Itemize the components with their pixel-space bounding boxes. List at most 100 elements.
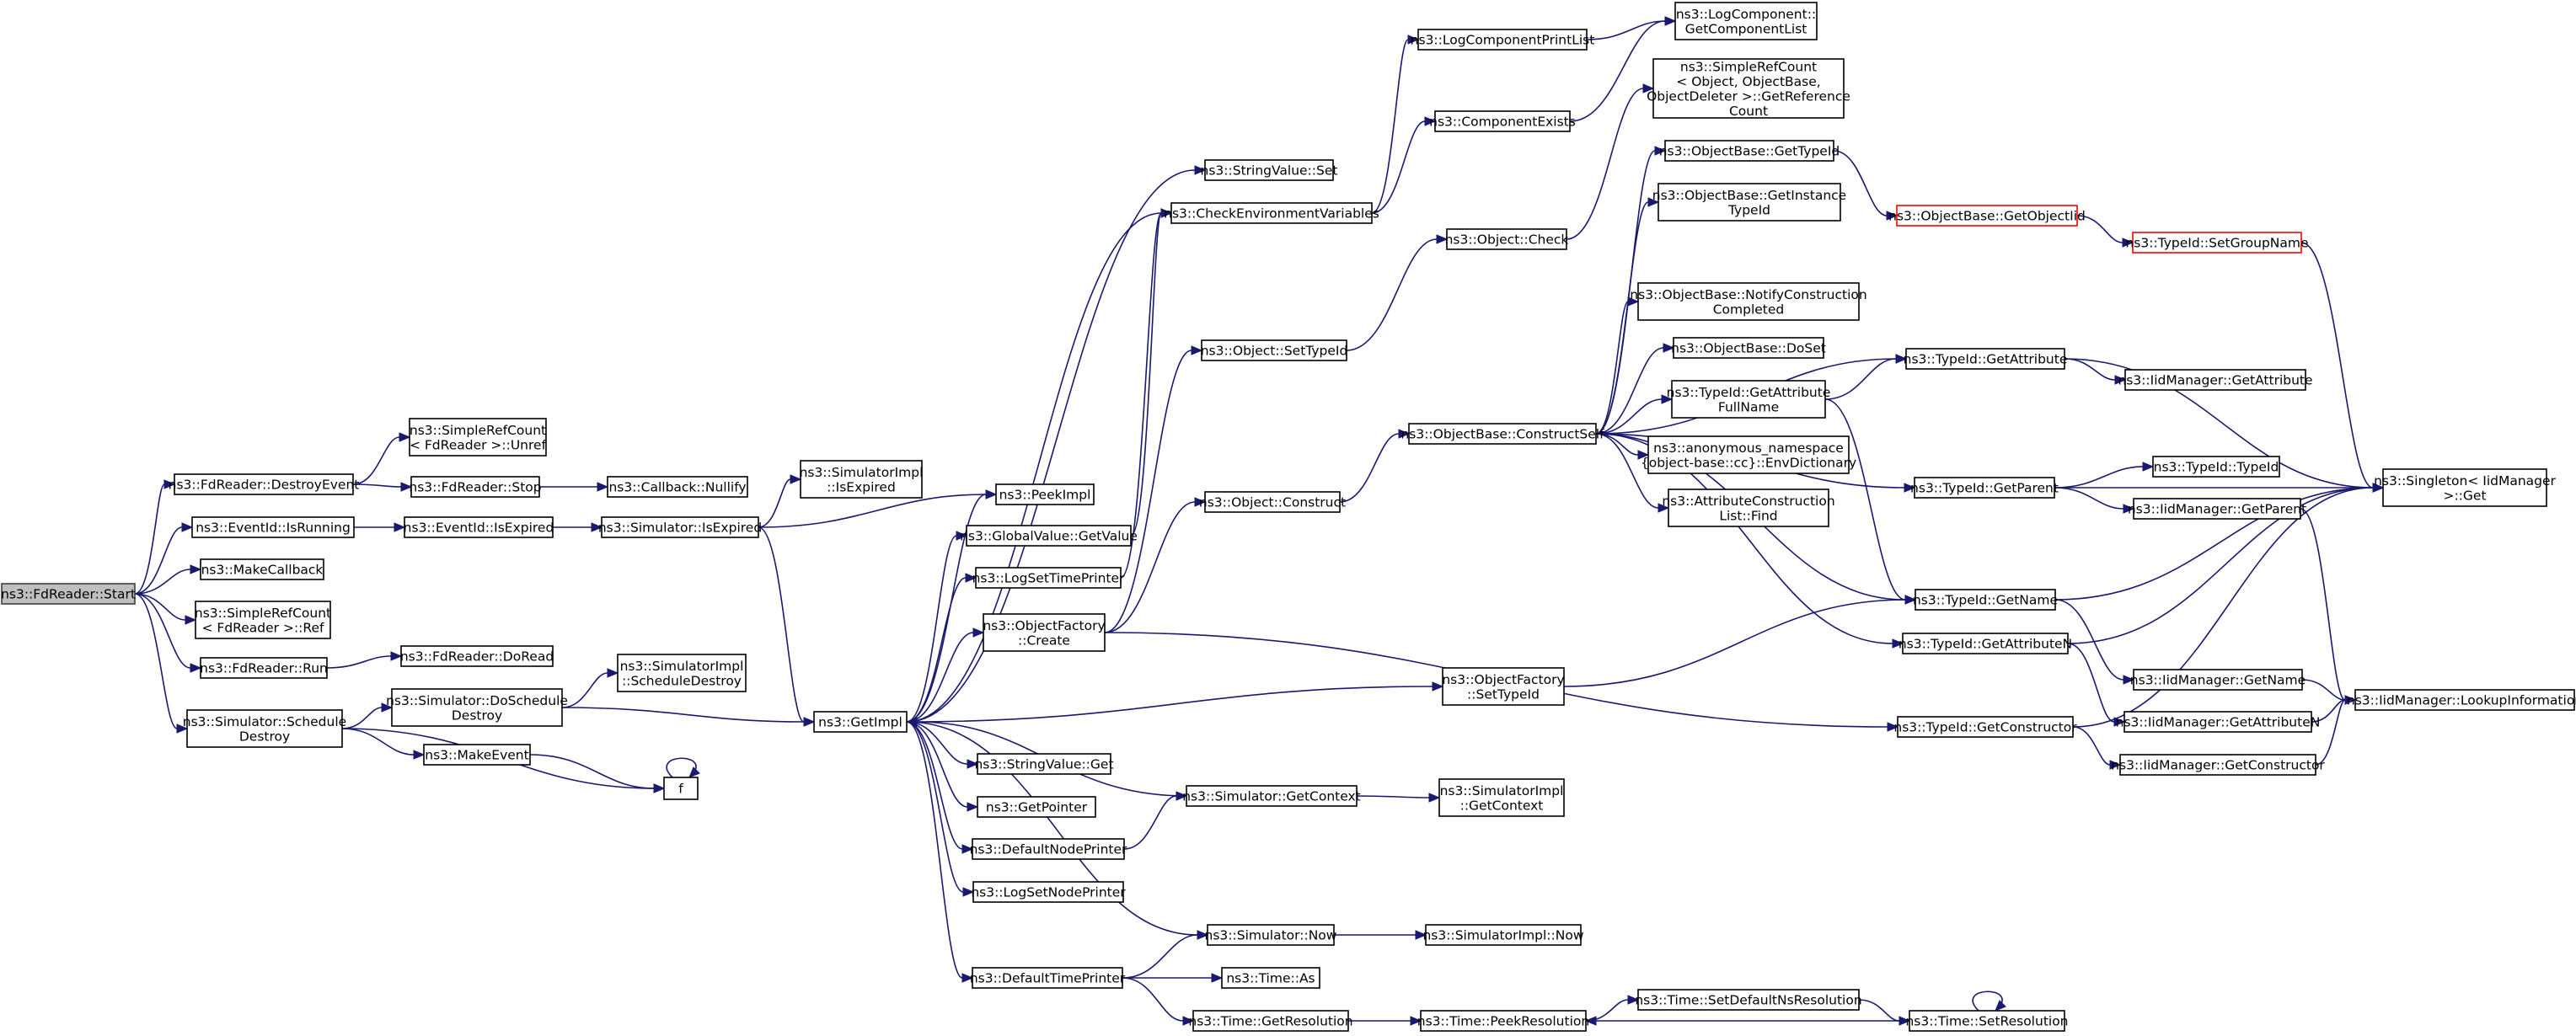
edge	[906, 531, 968, 723]
edge	[1586, 16, 1677, 40]
node-box	[1668, 489, 1829, 527]
node-ob-get-type-id[interactable]: ns3::ObjectBase::GetTypeId	[1659, 140, 1840, 162]
node-box	[1647, 435, 1850, 474]
node-tid-get-attribute[interactable]: ns3::TypeId::GetAttribute	[1904, 348, 2068, 370]
node-ob-notify[interactable]: ns3::ObjectBase::NotifyConstructionCompl…	[1630, 282, 1867, 321]
node-get-pointer[interactable]: ns3::GetPointer	[977, 796, 1096, 818]
node-label: ns3::Time::As	[1226, 971, 1315, 986]
node-nullify[interactable]: ns3::Callback::Nullify	[607, 476, 748, 498]
node-obj-check[interactable]: ns3::Object::Check	[1445, 228, 1569, 250]
node-ob-construct-self[interactable]: ns3::ObjectBase::ConstructSelf	[1400, 423, 1604, 445]
node-sv-set[interactable]: ns3::StringValue::Set	[1201, 159, 1338, 181]
node-src-get-ref-count[interactable]: ns3::SimpleRefCount< Object, ObjectBase,…	[1647, 58, 1850, 119]
node-env-dict[interactable]: ns3::anonymous_namespace{object-base::cc…	[1641, 435, 1856, 474]
node-box	[1438, 778, 1565, 817]
node-tid-get-name[interactable]: ns3::TypeId::GetName	[1913, 589, 2058, 611]
arrowhead	[591, 522, 603, 532]
node-impl-get-context[interactable]: ns3::SimulatorImpl::GetContext	[1438, 778, 1565, 817]
node-do-read[interactable]: ns3::FdReader::DoRead	[400, 645, 554, 667]
node-check-env[interactable]: ns3::CheckEnvironmentVariables	[1164, 202, 1379, 224]
node-of-create[interactable]: ns3::ObjectFactory::Create	[983, 613, 1106, 652]
arrowhead	[1627, 995, 1640, 1005]
node-tid-get-attr-n[interactable]: ns3::TypeId::GetAttributeN	[1899, 633, 2072, 654]
node-singleton-get[interactable]: ns3::Singleton< IidManager>::Get	[2374, 468, 2557, 507]
node-simple-ref[interactable]: ns3::SimpleRefCount< FdReader >::Ref	[195, 601, 331, 639]
node-obj-construct[interactable]: ns3::Object::Construct	[1199, 491, 1346, 513]
node-tid-type-id[interactable]: ns3::TypeId::TypeId	[2152, 456, 2280, 478]
node-ob-do-set[interactable]: ns3::ObjectBase::DoSet	[1671, 337, 1826, 359]
node-box	[663, 777, 699, 800]
node-get-comp-list[interactable]: ns3::LogComponent::GetComponentList	[1674, 2, 1818, 40]
node-label: ns3::MakeEvent	[425, 748, 528, 763]
node-iid-get-parent[interactable]: ns3::IidManager::GetParent	[2128, 498, 2306, 520]
node-box	[972, 838, 1125, 860]
node-ob-get-object-iid[interactable]: ns3::ObjectBase::GetObjectIid	[1888, 205, 2086, 227]
node-box	[1652, 58, 1845, 119]
node-time-get-res[interactable]: ns3::Time::GetResolution	[1188, 1010, 1353, 1032]
node-tid-get-parent[interactable]: ns3::TypeId::GetParent	[1910, 477, 2059, 499]
node-sim-now[interactable]: ns3::Simulator::Now	[1205, 924, 1337, 946]
node-tid-set-group-name[interactable]: ns3::TypeId::SetGroupName	[2125, 232, 2309, 254]
arrowhead	[181, 522, 194, 532]
node-destroy-event[interactable]: ns3::FdReader::DestroyEvent	[169, 473, 360, 495]
node-def-time-printer[interactable]: ns3::DefaultTimePrinter	[970, 967, 1126, 989]
node-sv-get[interactable]: ns3::StringValue::Get	[974, 753, 1114, 775]
node-iid-lookup[interactable]: ns3::IidManager::LookupInformation	[2347, 689, 2576, 711]
node-sched-destroy[interactable]: ns3::Simulator::ScheduleDestroy	[183, 709, 346, 748]
arrowhead	[1432, 681, 1444, 692]
node-start[interactable]: ns3::FdReader::Start	[1, 583, 136, 605]
node-label: ns3::ObjectFactory	[1442, 672, 1564, 687]
node-label: Completed	[1713, 302, 1785, 317]
edge	[134, 522, 194, 595]
arrowhead	[399, 432, 411, 442]
node-log-comp-print-list[interactable]: ns3::LogComponentPrintList	[1411, 29, 1595, 51]
node-iid-get-constructor[interactable]: ns3::IidManager::GetConstructor	[2111, 754, 2325, 776]
node-time-peek-res[interactable]: ns3::Time::PeekResolution	[1417, 1010, 1589, 1032]
node-peek-impl[interactable]: ns3::PeekImpl	[995, 483, 1095, 505]
node-iid-get-attribute[interactable]: ns3::IidManager::GetAttribute	[2118, 369, 2313, 391]
node-impl-now[interactable]: ns3::SimulatorImpl::Now	[1422, 924, 1584, 946]
edge	[1566, 83, 1655, 240]
node-of-set-type-id[interactable]: ns3::ObjectFactory::SetTypeId	[1442, 667, 1565, 706]
node-gv-get-value[interactable]: ns3::GlobalValue::GetValue	[960, 525, 1138, 547]
node-iid-get-name[interactable]: ns3::IidManager::GetName	[2130, 669, 2306, 691]
node-make-event[interactable]: ns3::MakeEvent	[423, 744, 531, 766]
node-label: ns3::TypeId::GetConstructor	[1893, 720, 2077, 735]
node-time-as[interactable]: ns3::Time::As	[1221, 967, 1320, 989]
node-get-impl[interactable]: ns3::GetImpl	[813, 711, 908, 733]
node-impl-is-expired[interactable]: ns3::SimulatorImpl::IsExpired	[800, 460, 924, 499]
node-stop[interactable]: ns3::FdReader::Stop	[409, 476, 542, 498]
node-log-set-node-printer[interactable]: ns3::LogSetNodePrinter	[971, 881, 1126, 903]
node-obj-set-type-id[interactable]: ns3::Object::SetTypeId	[1201, 339, 1348, 361]
node-label: ::GetContext	[1460, 798, 1544, 813]
node-time-set-def-ns[interactable]: ns3::Time::SetDefaultNsResolution	[1635, 989, 1862, 1011]
node-time-set-res[interactable]: ns3::Time::SetResolution	[1905, 1010, 2069, 1032]
node-def-node-printer[interactable]: ns3::DefaultNodePrinter	[970, 838, 1127, 860]
node-impl-sched-destroy[interactable]: ns3::SimulatorImpl::ScheduleDestroy	[617, 654, 747, 692]
node-label: ns3::ObjectBase::GetTypeId	[1659, 144, 1840, 159]
arrowhead	[163, 479, 176, 489]
node-is-running[interactable]: ns3::EventId::IsRunning	[191, 516, 355, 538]
node-ev-is-expired[interactable]: ns3::EventId::IsExpired	[404, 516, 554, 538]
arrowhead	[607, 668, 619, 678]
node-make-callback[interactable]: ns3::MakeCallback	[200, 558, 324, 580]
node-label: ns3::SimulatorImpl	[620, 659, 744, 674]
node-f[interactable]: f	[663, 777, 699, 800]
node-log-set-time-printer[interactable]: ns3::LogSetTimePrinter	[972, 567, 1125, 589]
node-comp-exists[interactable]: ns3::ComponentExists	[1429, 110, 1576, 132]
node-label: ns3::ObjectBase::DoSet	[1671, 341, 1826, 356]
edge	[561, 707, 816, 727]
node-sim-is-expired[interactable]: ns3::Simulator::IsExpired	[598, 516, 762, 538]
node-iid-get-attr-n[interactable]: ns3::IidManager::GetAttributeN	[2116, 711, 2321, 733]
node-label: < Object, ObjectBase,	[1676, 74, 1820, 89]
node-run[interactable]: ns3::FdReader::Run	[200, 657, 328, 679]
node-simple-unref[interactable]: ns3::SimpleRefCount< FdReader >::Unref	[409, 418, 547, 457]
node-sim-get-context[interactable]: ns3::Simulator::GetContext	[1182, 785, 1361, 807]
node-tid-get-constructor[interactable]: ns3::TypeId::GetConstructor	[1893, 716, 2077, 738]
node-box	[1434, 110, 1571, 132]
